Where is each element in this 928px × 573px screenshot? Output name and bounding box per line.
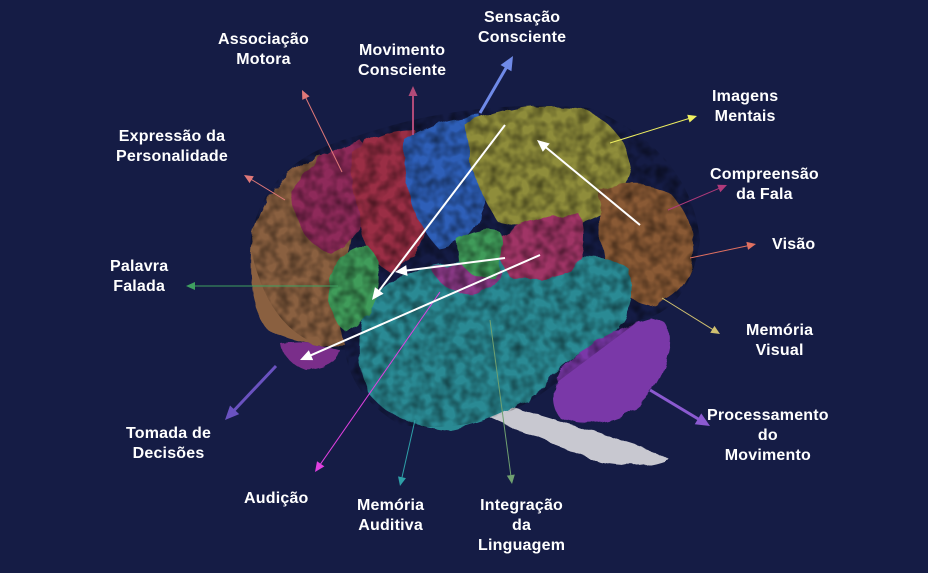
arrowhead bbox=[717, 184, 727, 193]
pointer-visao bbox=[689, 241, 756, 259]
pointer-line bbox=[304, 96, 343, 173]
cerebellum-region bbox=[553, 318, 670, 423]
arrowhead bbox=[395, 265, 408, 276]
pointer-movimento-consciente bbox=[408, 86, 418, 135]
gyri-texture bbox=[250, 105, 700, 427]
pointer-palavra-falada bbox=[186, 281, 338, 291]
pointer-white-a bbox=[372, 124, 506, 300]
pointer-line bbox=[667, 187, 721, 211]
pointer-line bbox=[377, 124, 506, 293]
arrowhead bbox=[687, 114, 697, 123]
pointer-line bbox=[543, 145, 641, 226]
brainstem-region bbox=[488, 400, 668, 466]
pointer-line bbox=[489, 319, 512, 477]
pointer-associacao-motora bbox=[302, 90, 343, 173]
pointer-line bbox=[401, 419, 416, 480]
arrowhead bbox=[408, 86, 418, 96]
label-visao: Visão bbox=[772, 236, 816, 253]
arrowhead bbox=[694, 413, 710, 426]
arrowhead bbox=[398, 476, 406, 486]
pointer-line bbox=[404, 257, 506, 272]
pointer-line bbox=[661, 297, 715, 331]
arrowhead bbox=[225, 405, 240, 420]
pointer-memoria-visual bbox=[661, 297, 720, 334]
arrowhead bbox=[302, 90, 310, 100]
pointer-white-c bbox=[537, 140, 641, 226]
pointer-integracao-linguagem bbox=[489, 319, 515, 484]
pointer-white-d bbox=[395, 257, 506, 276]
pointer-memoria-auditiva bbox=[398, 419, 416, 486]
pointer-line bbox=[231, 364, 278, 413]
arrowhead bbox=[710, 325, 720, 334]
pointer-audicao bbox=[315, 291, 441, 472]
arrowhead bbox=[746, 241, 756, 250]
pointer-line bbox=[308, 254, 541, 358]
pointer-line bbox=[689, 245, 750, 259]
pointer-line bbox=[609, 117, 691, 144]
arrowhead bbox=[372, 287, 384, 300]
pointer-line bbox=[478, 64, 509, 114]
pointer-expressao-personalidade bbox=[244, 175, 286, 201]
pointer-lines bbox=[186, 56, 756, 486]
arrowhead bbox=[315, 461, 325, 472]
pointer-line bbox=[649, 388, 702, 422]
pointer-line bbox=[319, 291, 441, 466]
arrowhead bbox=[244, 175, 254, 184]
pointer-sensacao-consciente bbox=[478, 56, 513, 114]
arrowhead bbox=[506, 474, 515, 484]
label-audicao: Audição bbox=[244, 490, 309, 507]
arrowhead bbox=[500, 56, 513, 72]
pointer-imagens-mentais bbox=[609, 114, 697, 144]
pointer-tomada-decisoes bbox=[225, 364, 278, 420]
pointer-white-b bbox=[300, 254, 541, 361]
arrowhead bbox=[186, 281, 195, 291]
arrowhead bbox=[537, 140, 550, 152]
pointer-processamento-movimento bbox=[649, 388, 710, 426]
arrowhead bbox=[300, 350, 314, 361]
pointer-line bbox=[249, 178, 286, 201]
pointer-compreensao-fala bbox=[667, 184, 727, 211]
